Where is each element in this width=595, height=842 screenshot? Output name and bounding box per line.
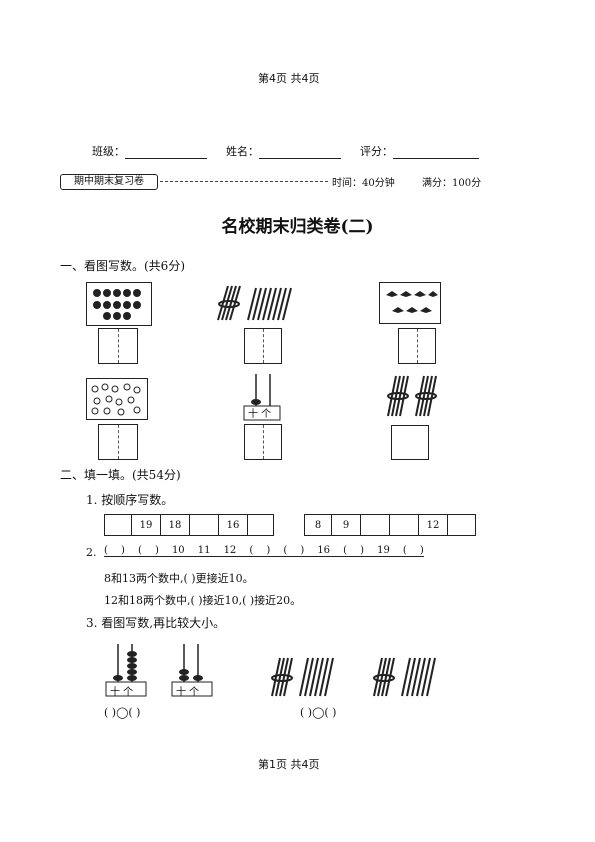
numline-item: 10 (171, 545, 185, 556)
numline-item[interactable]: ) (360, 545, 365, 556)
numline-item: 11 (197, 545, 211, 556)
q2-line-1: 8和13两个数中,( )更接近10。 (104, 572, 254, 585)
sequence-1: 19 18 16 (104, 514, 274, 536)
stick-bundle-icon (271, 657, 436, 697)
class-field[interactable] (125, 146, 207, 159)
bird-icon (386, 291, 438, 313)
time-label: 时间：40分钟 (332, 178, 395, 189)
picture-birds (379, 282, 441, 324)
abacus-icon (105, 644, 213, 697)
name-field[interactable] (259, 146, 341, 159)
seq1-cell: 16 (219, 515, 248, 535)
answer-box-5[interactable] (244, 424, 282, 460)
picture-circles (86, 378, 148, 420)
abacus-a-label: 十 个 (110, 687, 134, 698)
seq1-cell: 18 (161, 515, 190, 535)
numline-item[interactable]: ) (266, 545, 271, 556)
exam-tag: 期中期末复习卷 (60, 174, 158, 190)
numline-item[interactable]: ( (343, 545, 348, 556)
numline-item[interactable]: ( (402, 545, 407, 556)
answer-box-2[interactable] (244, 328, 282, 364)
numline-item[interactable]: ( (104, 545, 108, 556)
numline-item: 19 (377, 545, 390, 556)
info-line: 班级： 姓名： 评分： (92, 143, 479, 159)
seq2-cell[interactable] (361, 515, 390, 535)
numline-item: 16 (317, 545, 331, 556)
numline-item[interactable]: ( (283, 545, 288, 556)
number-line-labels: ( ) ( ) 10 11 12 ( ) ( ) 16 ( ) 19 ( ) (104, 545, 424, 556)
abacus-pair (104, 640, 224, 700)
class-label: 班级： (92, 145, 125, 158)
q2-label: 2. (86, 546, 97, 559)
abacus-1 (242, 372, 282, 422)
stick-bundle-icon (217, 285, 292, 321)
seq1-cell[interactable] (248, 515, 273, 535)
numline-item[interactable]: ) (120, 545, 125, 556)
numline-item: 12 (223, 545, 237, 556)
page-number-top: 第4页 共4页 (258, 72, 320, 85)
abacus-icon (243, 374, 281, 421)
seq2-cell[interactable] (390, 515, 419, 535)
circle-icon (91, 383, 141, 416)
numline-item[interactable]: ) (419, 545, 424, 556)
mushroom-icon (93, 289, 141, 320)
compare-1[interactable]: ( )◯( ) (104, 706, 141, 719)
numline-item[interactable]: ) (300, 545, 305, 556)
seq1-cell[interactable] (105, 515, 132, 535)
numline-item[interactable]: ( (249, 545, 254, 556)
section-1-heading: 一、看图写数。(共6分) (60, 259, 185, 273)
picture-two-bundles (384, 372, 444, 420)
score-label: 评分： (360, 145, 393, 158)
sequence-2: 8 9 12 (304, 514, 476, 536)
seq2-cell[interactable] (448, 515, 475, 535)
stick-bundle-icon (387, 375, 437, 417)
q2-line-2: 12和18两个数中,( )接近10,( )接近20。 (104, 594, 302, 607)
seq1-cell: 19 (132, 515, 161, 535)
compare-2[interactable]: ( )◯( ) (300, 706, 337, 719)
seq2-cell: 9 (332, 515, 361, 535)
page-number-bottom: 第1页 共4页 (258, 758, 320, 771)
exam-title: 名校期末归类卷(二) (221, 217, 374, 237)
section-2-heading: 二、填一填。(共54分) (60, 468, 181, 482)
picture-mushrooms (86, 282, 152, 326)
seq1-cell[interactable] (190, 515, 219, 535)
answer-box-6[interactable] (391, 425, 429, 460)
answer-box-3[interactable] (398, 328, 436, 364)
picture-bundles-compare (268, 652, 468, 700)
numline-item[interactable]: ( (137, 545, 142, 556)
seq2-cell: 8 (305, 515, 332, 535)
name-label: 姓名： (226, 145, 259, 158)
banner-divider (160, 181, 328, 182)
q1-label: 1. 按顺序写数。 (86, 493, 174, 507)
full-score-label: 满分：100分 (422, 178, 482, 189)
number-line (104, 556, 424, 557)
abacus-1-label: 十 个 (248, 409, 272, 420)
picture-bundle-sticks (212, 282, 294, 324)
seq2-cell: 12 (419, 515, 448, 535)
answer-box-4[interactable] (98, 424, 138, 460)
answer-box-1[interactable] (98, 328, 138, 364)
abacus-b-label: 十 个 (176, 687, 200, 698)
numline-item[interactable]: ) (154, 545, 159, 556)
score-field[interactable] (393, 146, 479, 159)
q3-label: 3. 看图写数,再比较大小。 (86, 616, 226, 630)
